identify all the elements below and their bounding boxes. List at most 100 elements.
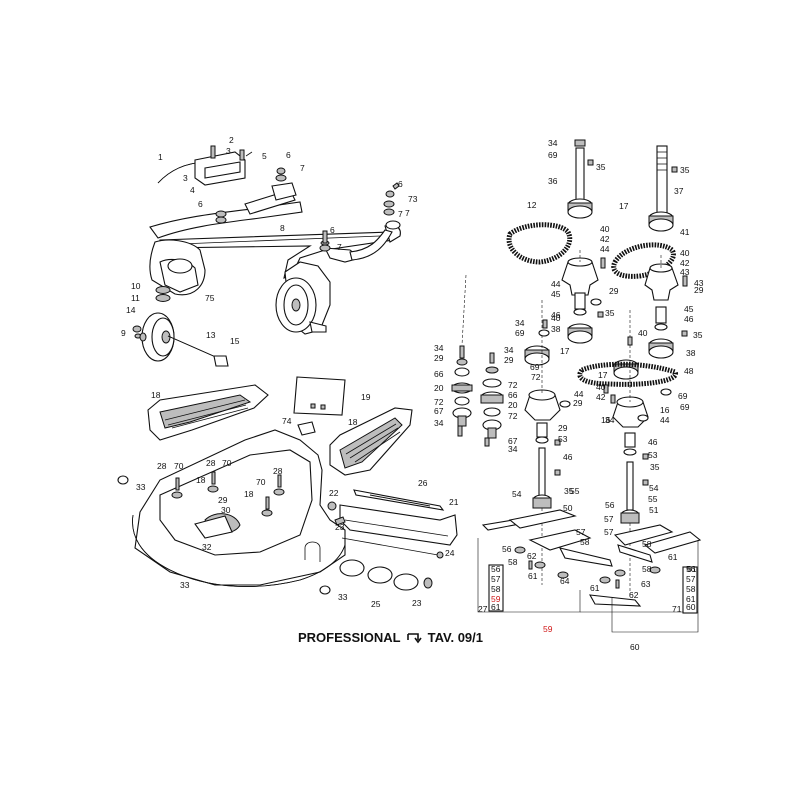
callout-left-spindles-29: 29 <box>504 355 514 365</box>
callout-kit-left-61: 61 <box>491 602 501 612</box>
callout-left-spindles-66: 66 <box>508 390 518 400</box>
callout-right-drive-34: 34 <box>515 318 525 328</box>
callout-right-drive-35: 35 <box>605 308 615 318</box>
callout-deck-25: 25 <box>371 599 381 609</box>
callout-left-spindles-34: 34 <box>504 345 514 355</box>
callout-front-axle-7: 7 <box>300 163 305 173</box>
callout-left-spindles-34: 34 <box>434 343 444 353</box>
callout-right-drive-42: 42 <box>600 234 610 244</box>
callout-deck-26: 26 <box>418 478 428 488</box>
callout-front-axle-1: 1 <box>158 152 163 162</box>
callout-right-drive-62: 62 <box>629 590 639 600</box>
callout-right-drive-38: 38 <box>551 324 561 334</box>
callout-kit-left-56: 56 <box>491 564 501 574</box>
callout-front-axle-6: 6 <box>198 199 203 209</box>
callout-front-axle-3: 3 <box>226 146 231 156</box>
callout-right-drive-62: 62 <box>527 551 537 561</box>
callout-left-spindles-20: 20 <box>508 400 518 410</box>
callout-right-drive-58: 58 <box>642 539 652 549</box>
callout-deck-19: 19 <box>361 392 371 402</box>
callout-deck-33: 33 <box>180 580 190 590</box>
callout-right-drive-29: 29 <box>694 285 704 295</box>
callout-deck-28: 28 <box>273 466 283 476</box>
callout-right-drive-51: 51 <box>649 505 659 515</box>
callout-kit-left-57: 57 <box>491 574 501 584</box>
callout-right-drive-58: 58 <box>508 557 518 567</box>
callout-right-drive-64: 64 <box>560 576 570 586</box>
callout-right-drive-41: 41 <box>680 227 690 237</box>
callout-right-drive-40: 40 <box>680 248 690 258</box>
callout-right-drive-57: 57 <box>604 514 614 524</box>
callout-right-drive-58: 58 <box>580 537 590 547</box>
callout-kit-right-71: 71 <box>672 604 682 614</box>
callout-kit-right-61: 61 <box>686 594 696 604</box>
callout-right-drive-45: 45 <box>684 304 694 314</box>
callout-right-drive-35: 35 <box>564 486 574 496</box>
callout-right-drive-46: 46 <box>551 310 561 320</box>
callout-right-drive-61: 61 <box>528 571 538 581</box>
callout-deck-18: 18 <box>151 390 161 400</box>
callout-left-spindles-34: 34 <box>508 444 518 454</box>
callout-right-drive-57: 57 <box>576 527 586 537</box>
callout-right-drive-35: 35 <box>680 165 690 175</box>
callout-front-axle-10: 10 <box>131 281 141 291</box>
callout-right-drive-37: 37 <box>674 186 684 196</box>
callout-deck-18: 18 <box>244 489 254 499</box>
callout-right-drive-17: 17 <box>619 201 629 211</box>
callout-right-drive-53: 53 <box>558 434 568 444</box>
callout-right-drive-69: 69 <box>548 150 558 160</box>
callout-right-drive-57: 57 <box>604 527 614 537</box>
callout-deck-28: 28 <box>157 461 167 471</box>
callout-deck-23: 23 <box>335 522 345 532</box>
caption-right-text: TAV. 09/1 <box>427 630 483 645</box>
callout-right-drive-54: 54 <box>512 489 522 499</box>
callout-right-drive-29: 29 <box>558 423 568 433</box>
callout-left-spindles-20: 20 <box>434 383 444 393</box>
reflow-arrow-icon <box>407 633 422 644</box>
callout-right-drive-44: 44 <box>574 389 584 399</box>
callout-right-drive-48: 48 <box>684 366 694 376</box>
callout-right-drive-16: 16 <box>601 415 611 425</box>
callout-kit-left-27: 27 <box>478 604 488 614</box>
callout-front-axle-73: 73 <box>408 194 418 204</box>
callout-deck-32: 32 <box>202 542 212 552</box>
caption-left-text: PROFESSIONAL <box>298 630 401 645</box>
callout-right-drive-61: 61 <box>687 564 697 574</box>
callout-deck-70: 70 <box>222 458 232 468</box>
callout-right-drive-34: 34 <box>605 415 615 425</box>
callout-right-drive-72: 72 <box>531 372 541 382</box>
callout-right-drive-55: 55 <box>570 486 580 496</box>
callout-right-drive-29: 29 <box>573 398 583 408</box>
callout-right-drive-55: 55 <box>648 494 658 504</box>
callout-front-axle-11: 11 <box>131 293 140 303</box>
callout-right-drive-40: 40 <box>600 224 610 234</box>
callout-deck-70: 70 <box>174 461 184 471</box>
callout-right-drive-58: 58 <box>642 564 652 574</box>
callout-right-drive-56: 56 <box>605 500 615 510</box>
callout-deck-23: 23 <box>412 598 422 608</box>
callout-right-drive-17: 17 <box>560 346 570 356</box>
callout-front-axle-14: 14 <box>126 305 136 315</box>
callout-left-spindles-72: 72 <box>508 411 518 421</box>
callout-right-drive-40: 40 <box>596 382 606 392</box>
callout-right-drive-56: 56 <box>502 544 512 554</box>
callout-deck-29: 29 <box>218 495 228 505</box>
callout-left-spindles-72: 72 <box>434 397 444 407</box>
callout-right-drive-40: 40 <box>551 313 561 323</box>
callout-right-drive-54: 54 <box>649 483 659 493</box>
callout-right-drive-34: 34 <box>548 138 558 148</box>
callout-front-axle-6: 6 <box>330 225 335 235</box>
callout-right-drive-44: 44 <box>551 279 561 289</box>
callout-right-drive-12: 12 <box>527 200 537 210</box>
callout-right-drive-63: 63 <box>641 579 651 589</box>
callout-front-axle-75: 75 <box>205 293 215 303</box>
callout-right-drive-36: 36 <box>548 176 558 186</box>
callout-right-drive-38: 38 <box>686 348 696 358</box>
front-axle-assembly <box>132 145 401 367</box>
callout-right-drive-35: 35 <box>693 330 703 340</box>
callout-left-spindles-66: 66 <box>434 369 444 379</box>
